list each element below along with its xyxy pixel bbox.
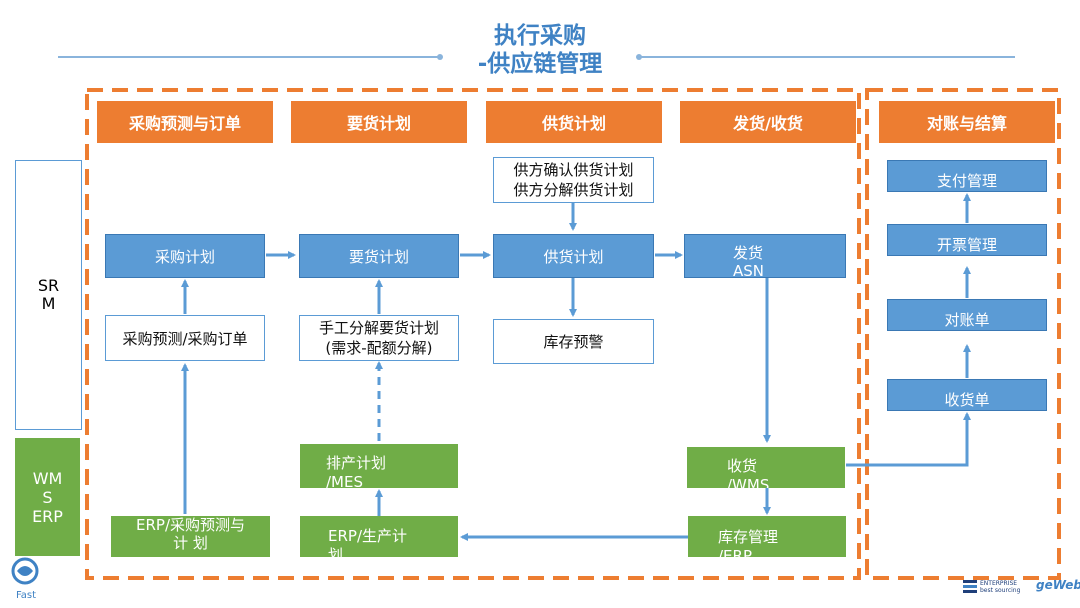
reconcile-box: 对账单 (887, 299, 1047, 331)
srm-label: SR M (15, 160, 82, 430)
wms-erp-label-text: WM S ERP (32, 468, 63, 526)
title-rule-right-dot (636, 54, 642, 60)
title-rule-left (58, 56, 440, 58)
payment-box: 支付管理 (887, 160, 1047, 192)
title-rule-left-dot (437, 54, 443, 60)
page-title-line1: 执行采购 (494, 23, 586, 49)
header-forecast-order: 采购预测与订单 (97, 101, 273, 143)
stock-warning-text: 库存预警 (543, 333, 604, 351)
srm-label-text: SR M (37, 276, 60, 313)
inventory-erp-text: 库存管理 /ERP (718, 528, 779, 557)
execution-frame (85, 88, 861, 580)
enterprise-logo-text: ENTERPRISE best sourcing (980, 580, 1021, 594)
forecast-order-text: 采购预测/采购订单 (122, 329, 248, 348)
erp-production-text: ERP/生产计 划 (328, 527, 407, 557)
geweb-logo: geWeb (1036, 574, 1080, 600)
header-demand-plan: 要货计划 (291, 101, 467, 143)
settlement-frame (865, 88, 1061, 580)
page-title-line2: -供应链管理 (477, 51, 603, 77)
supply-plan-text: 供货计划 (543, 247, 604, 266)
fast-logo-text: Fast (15, 590, 37, 601)
ship-asn-text: 发货 ASN (733, 244, 765, 278)
supplier-confirm-text: 供方确认供货计划 供方分解供货计划 (513, 161, 634, 199)
stock-warning-box: 库存预警 (493, 319, 654, 364)
supplier-confirm-box: 供方确认供货计划 供方分解供货计划 (493, 157, 654, 203)
receiving-wms-box: 收货 /WMS (687, 447, 845, 488)
manual-split-text: 手工分解要货计划 (需求-配额分解) (318, 319, 439, 357)
forecast-order-box: 采购预测/采购订单 (105, 315, 265, 361)
header-reconcile-settle: 对账与结算 (879, 101, 1055, 143)
fast-logo: Fast (8, 556, 44, 602)
title-rule-right (640, 56, 1015, 58)
ship-asn-box: 发货 ASN (684, 234, 846, 278)
demand-plan-text: 要货计划 (348, 247, 409, 266)
invoice-text: 开票管理 (936, 235, 997, 254)
receipt-doc-box: 收货单 (887, 379, 1047, 411)
scheduling-text: 排产计划 /MES (326, 454, 387, 488)
reconcile-text: 对账单 (944, 310, 990, 329)
page-title: 执行采购 -供应链管理 (420, 22, 660, 78)
erp-forecast-box: ERP/采购预测与 计 划 (111, 516, 270, 557)
inventory-erp-box: 库存管理 /ERP (688, 516, 846, 557)
header-supply-plan: 供货计划 (486, 101, 662, 143)
payment-text: 支付管理 (936, 171, 997, 190)
enterprise-logo-icon (963, 580, 977, 593)
invoice-box: 开票管理 (887, 224, 1047, 256)
header-ship-receive: 发货/收货 (680, 101, 856, 143)
purchase-plan-box: 采购计划 (105, 234, 265, 278)
fast-logo-icon (11, 557, 39, 585)
purchase-plan-text: 采购计划 (154, 247, 215, 266)
wms-erp-label: WM S ERP (15, 438, 80, 556)
geweb-logo-text: geWeb (1036, 578, 1080, 592)
erp-production-box: ERP/生产计 划 (300, 516, 458, 557)
demand-plan-box: 要货计划 (299, 234, 459, 278)
receipt-doc-text: 收货单 (944, 390, 990, 409)
receiving-wms-text: 收货 /WMS (727, 457, 770, 488)
arrow-receiving-to-receipt (846, 412, 971, 467)
supply-plan-box: 供货计划 (493, 234, 654, 278)
manual-split-box: 手工分解要货计划 (需求-配额分解) (299, 315, 459, 361)
scheduling-box: 排产计划 /MES (300, 444, 458, 488)
erp-forecast-text: ERP/采购预测与 计 划 (136, 516, 245, 552)
enterprise-logo: ENTERPRISE best sourcing (963, 576, 1035, 598)
